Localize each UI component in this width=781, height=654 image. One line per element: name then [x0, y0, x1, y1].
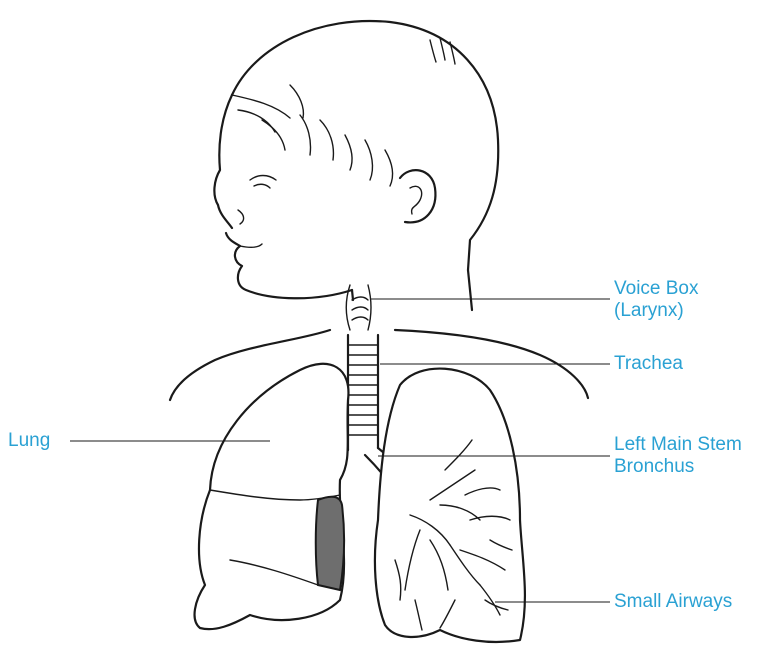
voice-box-label-line1: Voice Box	[614, 278, 699, 300]
lung-label: Lung	[8, 430, 50, 452]
voice-box-label-line2: (Larynx)	[614, 300, 699, 322]
right-lung	[195, 364, 349, 629]
bronchus-label-line1: Left Main Stem	[614, 434, 742, 456]
bronchus-label-line2: Bronchus	[614, 456, 742, 478]
bronchus-label: Left Main Stem Bronchus	[614, 434, 742, 478]
child-head	[214, 21, 498, 298]
trachea-label: Trachea	[614, 353, 683, 375]
small-airways-label: Small Airways	[614, 591, 732, 613]
voice-box-label: Voice Box (Larynx)	[614, 278, 699, 322]
left-lung	[375, 369, 525, 642]
